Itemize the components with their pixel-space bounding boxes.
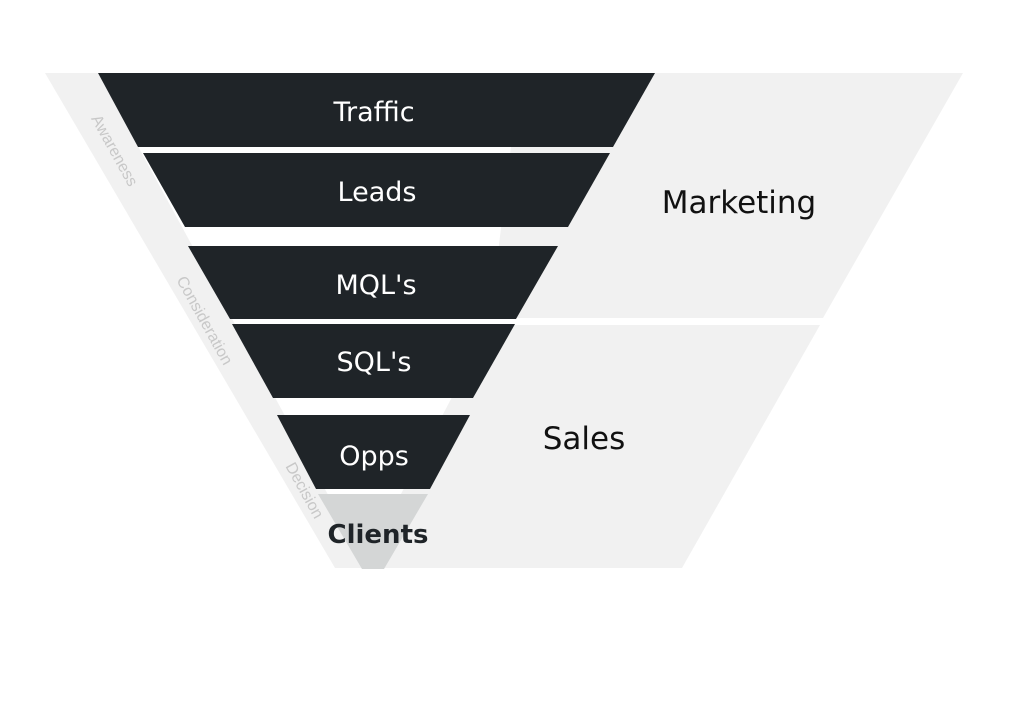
stage-label-leads: Leads [338,177,417,208]
stage-clients [318,494,428,569]
stage-mqls [188,246,558,319]
stage-label-traffic: Traffic [332,97,414,128]
stage-label-opps: Opps [339,441,409,472]
stage-opps [277,415,470,489]
group-label-marketing: Marketing [662,185,817,221]
stage-sqls [232,324,515,398]
stage-leads [143,153,610,227]
group-label-sales: Sales [543,421,626,457]
stage-label-clients: Clients [328,520,429,550]
stage-label-mqls: MQL's [335,270,416,301]
stage-label-sqls: SQL's [337,347,412,378]
phase-strip [45,73,368,568]
stage-traffic [98,73,655,147]
